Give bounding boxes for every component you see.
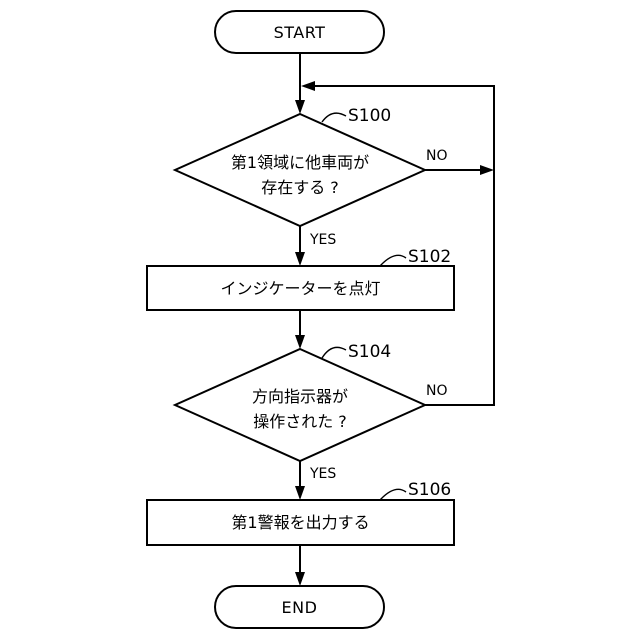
s100-leader <box>322 113 346 122</box>
s102-process: インジケーターを点灯 <box>147 266 454 310</box>
s100-yes-label: YES <box>309 232 336 248</box>
s100-question-line1: 第1領域に他車両が <box>231 153 369 172</box>
connector-s104-to-s106 <box>295 461 305 500</box>
s104-question-line2: 操作された ? <box>253 412 347 431</box>
s100-no-label: NO <box>426 148 448 164</box>
s104-yes-label: YES <box>309 466 336 482</box>
s100-decision: 第1領域に他車両が 存在する ? <box>175 114 425 226</box>
s104-no-label: NO <box>426 383 448 399</box>
connector-s102-to-s104 <box>295 310 305 349</box>
connector-s106-to-end <box>295 545 305 586</box>
connector-s100-to-s102 <box>295 226 305 266</box>
s100-step-label: S100 <box>348 106 391 126</box>
end-terminal: END <box>215 586 384 628</box>
s106-process: 第1警報を出力する <box>147 500 454 545</box>
start-label: START <box>274 23 326 42</box>
s104-step-label: S104 <box>348 342 391 362</box>
end-label: END <box>282 598 318 617</box>
s102-text: インジケーターを点灯 <box>220 279 380 298</box>
s102-leader <box>380 255 406 266</box>
s102-step-label: S102 <box>408 247 451 267</box>
connector-start-to-s100 <box>295 53 305 114</box>
s104-leader <box>322 347 346 358</box>
s104-question-line1: 方向指示器が <box>252 387 348 406</box>
s100-question-line2: 存在する ? <box>261 178 339 197</box>
start-terminal: START <box>215 11 384 53</box>
s106-leader <box>380 489 406 500</box>
s104-decision: 方向指示器が 操作された ? <box>175 349 425 461</box>
s106-text: 第1警報を出力する <box>231 513 369 532</box>
s106-step-label: S106 <box>408 480 451 500</box>
